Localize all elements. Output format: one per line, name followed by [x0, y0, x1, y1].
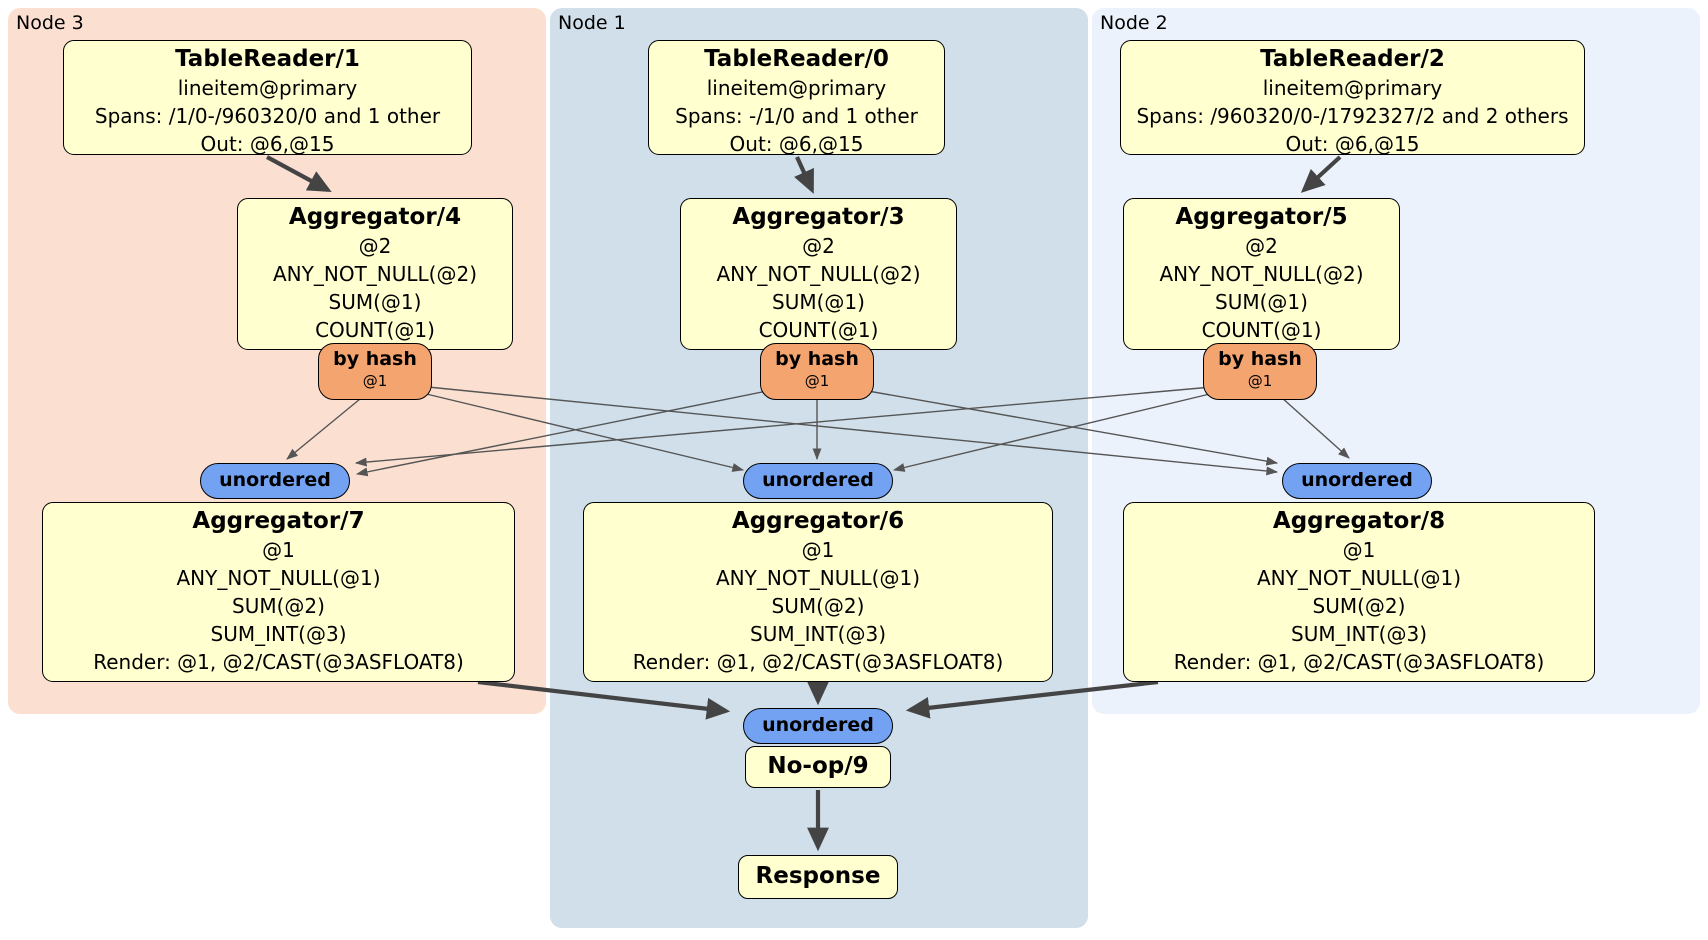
processor-title: TableReader/0 — [704, 46, 889, 72]
processor-title: TableReader/1 — [175, 46, 360, 72]
hash-router-badge: by hash @1 — [318, 343, 432, 400]
aggregator-box: Aggregator/8 @1 ANY_NOT_NULL(@1) SUM(@2)… — [1123, 502, 1595, 682]
node1-label: Node 1 — [558, 12, 626, 34]
table-reader-box: TableReader/2 lineitem@primary Spans: /9… — [1120, 40, 1585, 156]
node2-label: Node 2 — [1100, 12, 1168, 34]
node3-label: Node 3 — [16, 12, 84, 34]
processor-title: Aggregator/3 — [732, 204, 905, 230]
aggregator-box: Aggregator/3 @2 ANY_NOT_NULL(@2) SUM(@1)… — [680, 198, 957, 350]
table-reader-box: TableReader/0 lineitem@primary Spans: -/… — [648, 40, 945, 156]
aggregator-box: Aggregator/7 @1 ANY_NOT_NULL(@1) SUM(@2)… — [42, 502, 515, 682]
noop-box: No-op/9 — [745, 746, 891, 788]
final-unordered-sync-badge: unordered — [743, 708, 893, 744]
aggregator-box: Aggregator/6 @1 ANY_NOT_NULL(@1) SUM(@2)… — [583, 502, 1053, 682]
processor-title: TableReader/2 — [1260, 46, 1445, 72]
hash-router-badge: by hash @1 — [760, 343, 874, 400]
processor-title: Aggregator/5 — [1175, 204, 1348, 230]
unordered-sync-badge: unordered — [200, 463, 350, 499]
unordered-sync-badge: unordered — [743, 463, 893, 499]
table-reader-box: TableReader/1 lineitem@primary Spans: /1… — [63, 40, 472, 156]
processor-title: Aggregator/8 — [1272, 508, 1446, 534]
processor-title: Aggregator/7 — [192, 508, 365, 534]
aggregator-box: Aggregator/5 @2 ANY_NOT_NULL(@2) SUM(@1)… — [1123, 198, 1400, 350]
response-box: Response — [738, 855, 898, 899]
unordered-sync-badge: unordered — [1282, 463, 1432, 499]
processor-title: Aggregator/6 — [731, 508, 905, 534]
hash-router-badge: by hash @1 — [1203, 343, 1317, 400]
aggregator-box: Aggregator/4 @2 ANY_NOT_NULL(@2) SUM(@1)… — [237, 198, 513, 350]
processor-title: Aggregator/4 — [288, 204, 462, 230]
